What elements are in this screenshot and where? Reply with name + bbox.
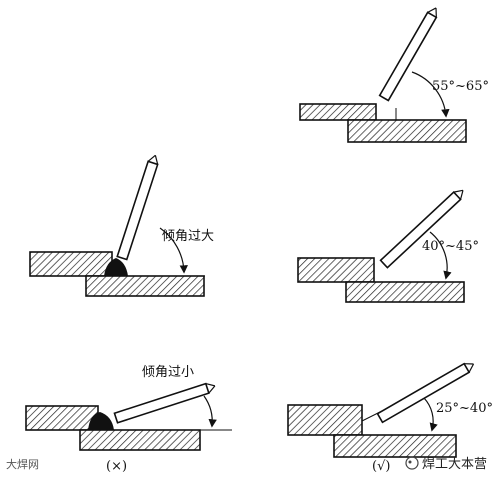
brand-name: 焊工大本营 [422,456,487,472]
weld-bead [88,412,114,430]
watermark-left: 大焊网 [6,457,39,471]
error-label-too-small: 倾角过小 [142,365,194,380]
wrong-mark: (×) [106,459,127,474]
angle-arc [203,395,217,428]
angle-label-25-40: 25°~40° [436,401,493,416]
lower-plate [347,119,467,143]
angle-label-55-65: 55°~65° [432,79,489,94]
angle-arc [159,227,188,274]
electrode-rod [116,154,159,261]
electrode-rod [378,7,438,102]
brand: 焊工大本营 [405,456,487,472]
figure-angle-too-large: 倾角过大 [29,154,214,297]
upper-plate [299,103,377,121]
figure-angle-55-65: 55°~65° [299,7,489,143]
upper-plate [287,404,363,436]
figure-angle-25-40: 25°~40° [287,362,493,458]
angle-arc [411,71,450,118]
lower-plate [85,275,205,297]
lower-plate [345,281,465,303]
brand-logo-icon [405,456,419,470]
upper-plate [297,257,375,283]
short-line [361,411,381,422]
angle-label-40-45: 40°~45° [422,239,479,254]
weld-bead [104,258,128,276]
error-label-too-large: 倾角过大 [162,229,214,244]
electrode-rod [113,382,216,424]
electrode-rod [376,362,475,424]
lower-plate [79,429,201,451]
right-mark: (√) [372,459,390,474]
upper-plate [29,251,113,277]
figure-angle-40-45: 40°~45° [297,189,479,303]
upper-plate [25,405,99,431]
electrode-rod [379,189,464,269]
figure-angle-too-small: 倾角过小 [25,365,232,451]
angle-arc [429,231,452,280]
lower-plate [333,434,457,458]
angle-arc [423,397,438,432]
